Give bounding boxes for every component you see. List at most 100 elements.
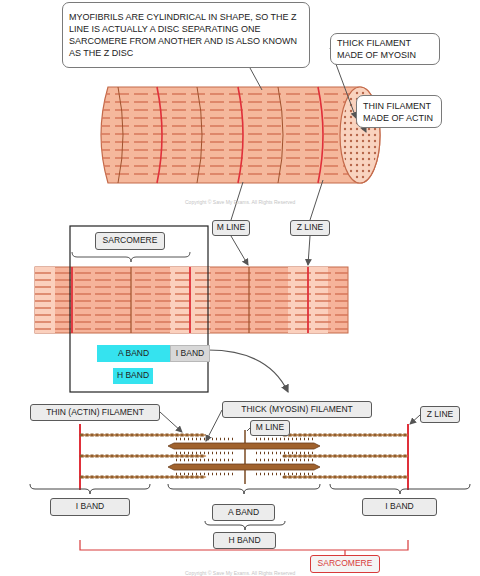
watermark: Copyright © Save My Exams. All Rights Re… [185, 570, 295, 576]
sarcomere-detail [284, 455, 407, 457]
note-callout: THIN FILAMENT MADE OF ACTIN [356, 95, 442, 128]
myofibril-cylinder [96, 141, 360, 143]
node-text: Z LINE [427, 410, 453, 420]
enlargement-frame [208, 350, 288, 392]
filament-label: THICK (MYOSIN) FILAMENT [222, 401, 372, 418]
band-label: A BAND [212, 504, 275, 521]
note-callout: MYOFIBRILS ARE CYLINDRICAL IN SHAPE, SO … [62, 2, 310, 68]
node-text: I BAND [76, 502, 104, 512]
band-label: H BAND [113, 368, 153, 384]
sarcomere-detail [244, 430, 246, 484]
myofibril-cylinder [318, 87, 323, 183]
myofibril-strip [35, 267, 348, 333]
band-label: A BAND [97, 345, 170, 362]
myofibril-cylinder [278, 87, 283, 183]
band-brace [205, 521, 285, 530]
node-text: H BAND [117, 371, 149, 381]
sarcomere-detail [256, 452, 314, 455]
myofibril-cylinder [96, 87, 380, 183]
sarcomere-detail [176, 473, 234, 476]
note-callout: THICK FILAMENT MADE OF MYOSIN [330, 33, 440, 65]
line-label: Z LINE [420, 406, 460, 423]
myofibril-strip [35, 286, 348, 288]
sarcomere-detail [256, 459, 314, 462]
myofibril-cylinder [96, 149, 360, 151]
myofibril-strip [189, 267, 191, 333]
myofibril-strip [288, 267, 328, 333]
leader-line [410, 415, 420, 424]
node-text: THICK FILAMENT MADE OF MYOSIN [337, 37, 433, 61]
myofibril-cylinder [238, 87, 243, 183]
myofibril-strip [35, 272, 348, 274]
node-text: M LINE [256, 423, 284, 433]
sarcomere-detail [407, 424, 409, 490]
band-brace [30, 484, 470, 530]
myofibril-cylinder [96, 157, 360, 159]
myofibril-cylinder [96, 125, 360, 127]
line-label: M LINE [212, 220, 250, 236]
node-text: A BAND [228, 508, 259, 518]
myofibril-strip [170, 267, 210, 333]
leader-line [308, 236, 310, 265]
node-text: H BAND [228, 536, 260, 546]
node-text: MYOFIBRILS ARE CYLINDRICAL IN SHAPE, SO … [69, 11, 303, 59]
leader-line [310, 180, 323, 220]
node-text: I BAND [385, 502, 413, 512]
leader-line [206, 410, 222, 441]
band-brace [30, 484, 150, 494]
sarcomere-detail [176, 452, 234, 455]
myofibril-strip [131, 267, 249, 333]
myofibril-strip [35, 307, 348, 309]
sarcomere-detail [81, 476, 206, 478]
myofibril-cylinder [118, 87, 123, 183]
sarcomere-detail [80, 424, 408, 490]
myofibril-cylinder [96, 109, 360, 111]
sarcomere-detail [81, 455, 206, 458]
enlargement-frame [70, 226, 208, 392]
sarcomere-detail [284, 476, 407, 479]
sarcomere-detail [81, 434, 206, 437]
sarcomere-detail [284, 434, 407, 436]
myofibril-strip [35, 314, 348, 316]
sarcomere-detail [256, 438, 314, 441]
sarcomere-detail [81, 434, 206, 436]
sarcomere-detail [80, 424, 408, 490]
node-text: THIN FILAMENT MADE OF ACTIN [363, 100, 435, 124]
myofibril-cylinder [96, 117, 360, 119]
myofibril-strip [72, 267, 308, 333]
node-text: M LINE [217, 223, 245, 233]
enlargement-frame [72, 252, 190, 262]
band-brace [330, 484, 470, 494]
myofibril-cylinder [96, 133, 360, 135]
sarcomere-detail [168, 464, 320, 470]
watermark: Copyright © Save My Exams. All Rights Re… [185, 199, 295, 205]
sarcomere-detail [81, 455, 206, 457]
node-text: A BAND [118, 349, 149, 359]
myofibril-cylinder [197, 87, 202, 183]
sarcomere-label: SARCOMERE [95, 232, 165, 250]
myofibril-strip [35, 300, 348, 302]
enlargement-frame [70, 226, 288, 392]
myofibril-strip [248, 267, 249, 333]
myofibril-strip [35, 267, 348, 333]
node-text: I BAND [176, 349, 204, 359]
leader-line [250, 68, 262, 90]
line-label: M LINE [250, 420, 290, 436]
band-label: H BAND [213, 532, 276, 549]
band-brace [168, 484, 320, 494]
sarcomere-detail [284, 434, 407, 437]
myofibril-cylinder [118, 87, 283, 183]
myofibril-strip [130, 267, 131, 333]
myofibril-strip [35, 321, 348, 323]
myofibril-strip [35, 267, 348, 333]
sarcomere-detail [81, 476, 206, 479]
filament-label: THIN (ACTIN) FILAMENT [30, 404, 160, 421]
node-text: SARCOMERE [318, 559, 373, 569]
sarcomere-detail [81, 435, 407, 477]
sarcomere-detail [176, 438, 234, 441]
myofibril-cylinder [157, 87, 162, 183]
node-text: SARCOMERE [103, 236, 158, 246]
node-text: THICK (MYOSIN) FILAMENT [241, 405, 352, 415]
band-label: I BAND [362, 498, 437, 516]
myofibril-strip [35, 273, 348, 329]
